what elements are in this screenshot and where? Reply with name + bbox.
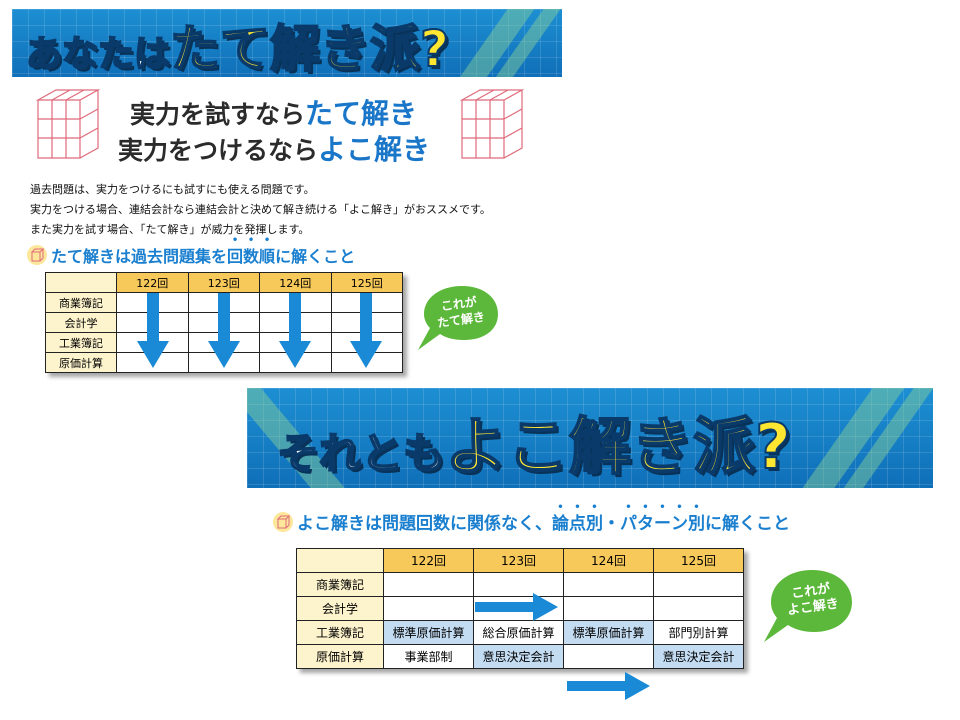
- section-horizontal-text: よこ解きは問題回数に関係なく、論点別・パターン別に解くこと: [297, 509, 790, 534]
- table-corner: [45, 272, 117, 293]
- speech-bubble-top-icon: [418, 286, 498, 350]
- speech-bubble-top-text: これが たて解き: [434, 293, 486, 331]
- column-header: 122回: [116, 272, 189, 293]
- intro-line-1: 過去問題は、実力をつけるにも試すにも使える問題です。: [30, 183, 315, 196]
- column-header: 125回: [653, 548, 744, 573]
- row-header: 工業簿記: [45, 332, 117, 353]
- row-header: 原価計算: [45, 352, 117, 373]
- cube-grid-right-icon: [459, 89, 525, 159]
- column-header: 123回: [187, 272, 260, 293]
- column-header: 124回: [563, 548, 654, 573]
- table-cell: 標準原価計算: [383, 620, 474, 645]
- row-header: 会計学: [296, 596, 384, 621]
- emphasis-char: 別: [688, 514, 705, 534]
- down-arrow-icon: [279, 293, 311, 368]
- row-header: 原価計算: [296, 644, 384, 669]
- intro-line-2: 実力をつける場合、連結会計なら連結会計と決めて解き続ける「よこ解き」がおススメで…: [30, 203, 491, 216]
- emphasis-char: タ: [637, 514, 654, 534]
- top-banner: あなたは たて解き派?: [12, 9, 562, 77]
- table-row: 工業簿記 標準原価計算 総合原価計算 標準原価計算 部門別計算: [296, 620, 744, 645]
- down-arrow-icon: [208, 293, 240, 368]
- slogan-1-prefix: 実力を試すなら: [130, 100, 306, 129]
- slogan-2-prefix: 実力をつけるなら: [118, 136, 319, 165]
- intro-paragraph: 過去問題は、実力をつけるにも試すにも使える問題です。 実力をつける場合、連結会計…: [30, 180, 590, 240]
- table-cell: 意思決定会計: [653, 644, 744, 669]
- column-header: 125回: [330, 272, 403, 293]
- table-row: 原価計算 事業部制 意思決定会計 意思決定会計: [296, 644, 744, 669]
- bottom-banner: それとも よこ解き派?: [247, 388, 933, 488]
- column-header: 124回: [259, 272, 332, 293]
- row-header: 商業簿記: [45, 292, 117, 313]
- down-arrow-icon: [350, 293, 382, 368]
- cube-bullet-icon: [273, 511, 293, 532]
- right-arrow-icon: [567, 672, 650, 700]
- slogan-line-2: 実力をつけるならよこ解き: [118, 128, 430, 168]
- right-arrow-icon: [475, 593, 558, 621]
- down-arrow-icon: [137, 293, 169, 368]
- emphasis-char: 回: [227, 247, 243, 266]
- row-header: 商業簿記: [296, 572, 384, 597]
- emphasis-char: 点: [569, 514, 586, 534]
- row-header: 工業簿記: [296, 620, 384, 645]
- slogan-1-highlight: たて解き: [305, 97, 418, 130]
- table-cell: [383, 596, 474, 621]
- slogan-line-1: 実力を試すならたて解き: [130, 92, 417, 132]
- emphasis-char: 順: [259, 247, 275, 266]
- table-cell: [563, 572, 654, 597]
- top-banner-title-yellow: たて解き派?: [169, 19, 450, 77]
- table-cell: [383, 572, 474, 597]
- section-vertical-after: に解くこと: [275, 247, 356, 266]
- column-header: 122回: [383, 548, 474, 573]
- cube-bullet-icon: [27, 245, 47, 265]
- banner-grid: [12, 9, 562, 77]
- table-cell: [653, 596, 744, 621]
- table-cell: 標準原価計算: [563, 620, 654, 645]
- intro-line-3: また実力を試す場合、「たて解き」が威力を発揮します。: [30, 223, 310, 236]
- bottom-banner-title-white: それとも: [276, 428, 446, 479]
- section-vertical-before: たて解きは過去問題集を: [51, 247, 228, 266]
- emphasis-char: 別: [586, 514, 603, 534]
- emphasis-char: パ: [620, 514, 637, 534]
- bottom-banner-title-yellow: よこ解き派?: [444, 409, 792, 484]
- table-cell: [563, 596, 654, 621]
- cube-grid-left-icon: [35, 89, 101, 159]
- table-cell: [563, 644, 654, 669]
- table-cell: [653, 572, 744, 597]
- section-horizontal-before: よこ解きは問題回数に関係なく、: [297, 514, 552, 534]
- section-horizontal-after: に解くこと: [705, 514, 790, 534]
- table-cell: 部門別計算: [653, 620, 744, 645]
- speech-bubble-bottom-icon: [764, 570, 852, 642]
- section-vertical-text: たて解きは過去問題集を回数順に解くこと: [51, 243, 355, 267]
- table-row: 工業簿記: [45, 332, 403, 353]
- top-banner-title: あなたは たて解き派?: [25, 9, 450, 77]
- top-banner-title-white: あなたは: [25, 33, 171, 76]
- slogan-2-highlight: よこ解き: [318, 133, 431, 166]
- section-horizontal-mid: ・: [603, 514, 620, 534]
- table-cell: 意思決定会計: [473, 644, 564, 669]
- banner-grid: [247, 388, 933, 488]
- emphasis-char: ン: [671, 514, 688, 534]
- emphasis-char: 数: [243, 247, 259, 266]
- column-header: 123回: [473, 548, 564, 573]
- bottom-banner-title: それとも よこ解き派?: [276, 396, 792, 486]
- section-vertical-heading: たて解きは過去問題集を回数順に解くこと: [27, 243, 355, 267]
- emphasis-char: ー: [654, 514, 671, 534]
- table-cell: 総合原価計算: [473, 620, 564, 645]
- emphasis-char: 論: [552, 514, 569, 534]
- table-corner: [296, 548, 384, 573]
- table-row: 商業簿記: [296, 572, 744, 597]
- table-cell: 事業部制: [383, 644, 474, 669]
- row-header: 会計学: [45, 312, 117, 333]
- section-horizontal-heading: よこ解きは問題回数に関係なく、論点別・パターン別に解くこと: [273, 509, 790, 534]
